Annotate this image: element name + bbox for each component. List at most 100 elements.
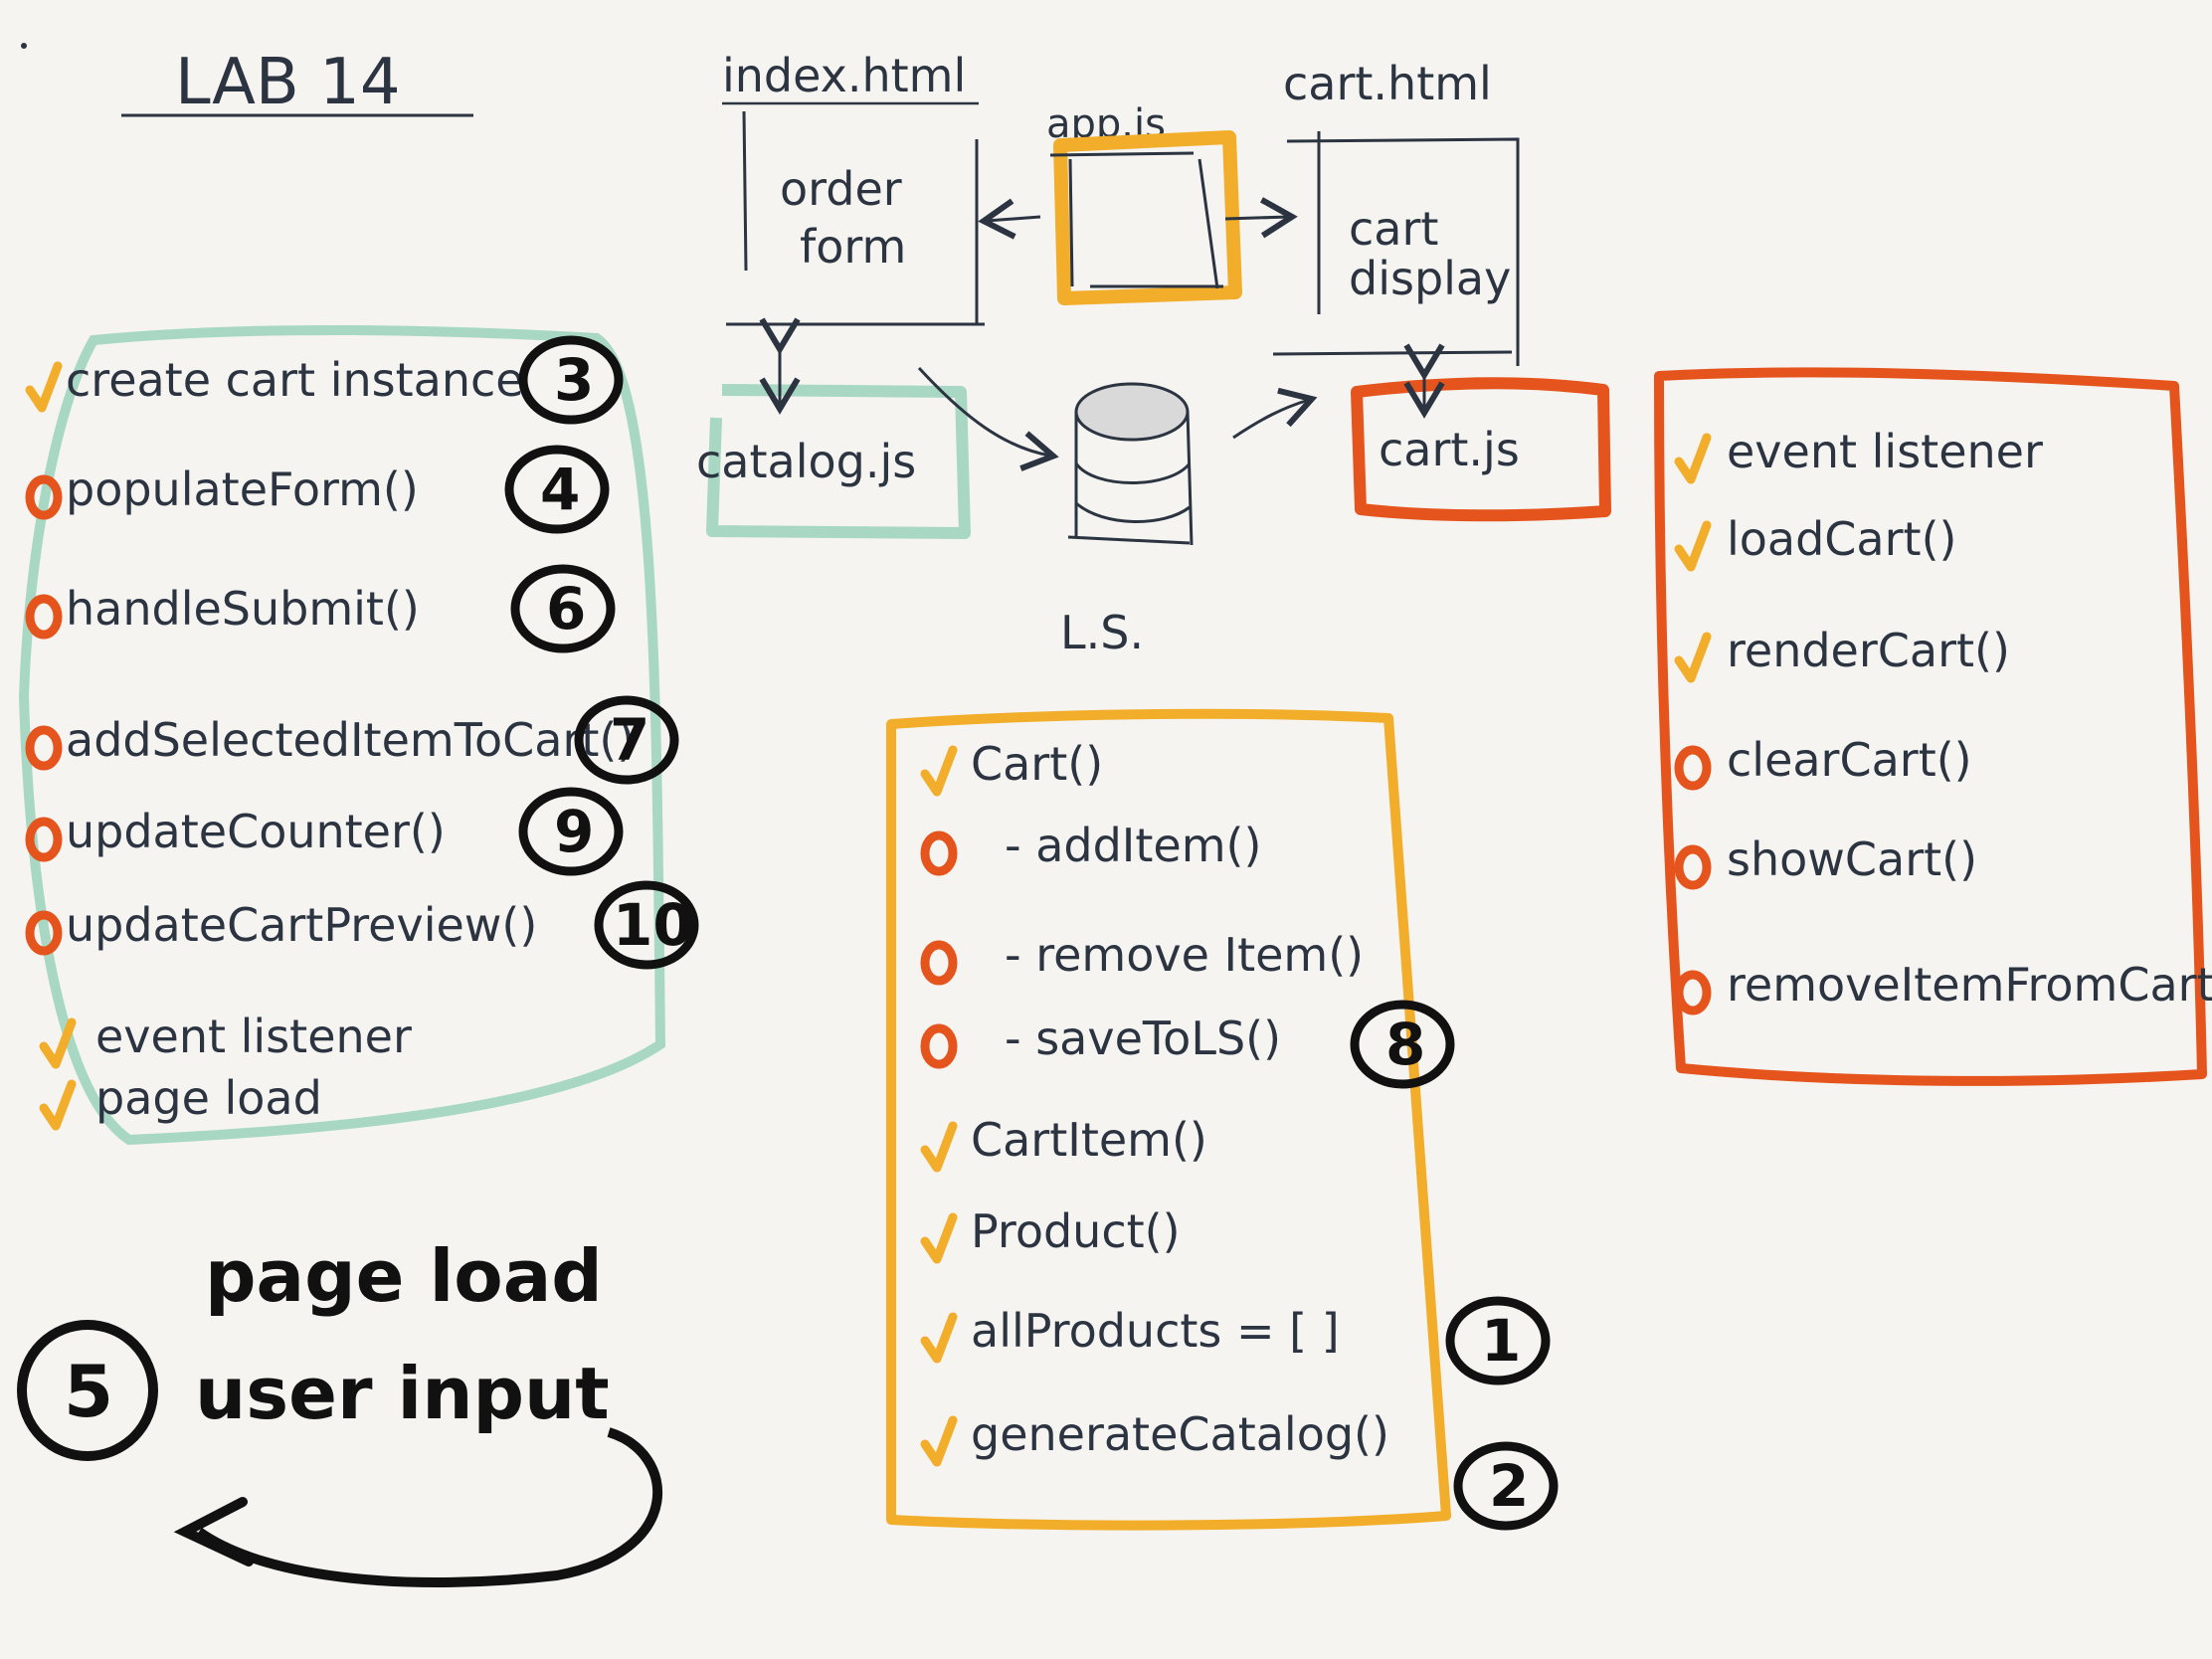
cart-function-list: event listener loadCart() renderCart() clea…	[1674, 425, 2212, 1015]
catalog-list-item: - saveToLS() 8	[920, 1000, 1455, 1089]
note-step-number: 5	[64, 1350, 113, 1433]
todo-circle-icon	[1674, 844, 1712, 890]
storage-body	[1067, 411, 1194, 546]
todo-circle-icon	[25, 910, 63, 956]
catalog-list-item: CartItem()	[920, 1113, 1207, 1173]
catalog-list-item-text: - addItem()	[1005, 819, 1261, 872]
app-list-item: updateCounter()9	[25, 787, 624, 876]
page-title: LAB 14	[175, 46, 401, 119]
step-number: 6	[546, 575, 586, 643]
cart-html-box	[1272, 131, 1520, 366]
step-number-circle	[1453, 1441, 1559, 1531]
app-list-item-text: handleSubmit()	[66, 582, 420, 636]
app-list-item-text: create cart instance	[66, 353, 524, 407]
step-number: 8	[1385, 1011, 1425, 1078]
catalog-list-item-text: generateCatalog()	[971, 1407, 1389, 1461]
step-number: 7	[610, 706, 649, 774]
app-list-item: updateCartPreview() 10	[25, 880, 699, 970]
cart-html-label: cart.html	[1283, 57, 1492, 110]
catalog-list-item-text: Cart()	[971, 737, 1103, 791]
checkmark-icon	[1674, 632, 1712, 683]
step-number-circle	[574, 695, 679, 785]
step-number-circle	[1350, 1000, 1455, 1089]
step-number: 1	[1481, 1307, 1521, 1375]
cart-list-item-text: renderCart()	[1727, 624, 2010, 677]
note-loop-arrow	[196, 1427, 663, 1588]
app-list-outline	[18, 324, 666, 1146]
index-html-box	[726, 110, 985, 326]
cart-list-item: showCart()	[1674, 832, 1977, 890]
step-number-circle	[1445, 1296, 1551, 1385]
index-html-label: index.html	[722, 49, 966, 102]
cart-list-item: event listener	[1674, 425, 2043, 484]
step-number-circle	[518, 335, 624, 425]
step-number-circle	[510, 564, 616, 653]
todo-circle-icon	[1674, 745, 1712, 791]
arrow-app-to-index	[978, 198, 1041, 240]
catalog-list-item: - remove Item()	[920, 928, 1364, 986]
app-list-item: event listener	[39, 1010, 412, 1069]
note-line2: user input	[195, 1352, 610, 1435]
checkmark-icon	[920, 1312, 958, 1364]
cart-js-label: cart.js	[1379, 423, 1520, 476]
app-list-item: addSelectedItemToCart()7	[25, 695, 679, 785]
checkmark-icon	[1674, 520, 1712, 572]
app-js-highlight	[1053, 130, 1242, 305]
cart-list-item-text: loadCart()	[1727, 512, 1956, 566]
todo-circle-icon	[1674, 970, 1712, 1015]
note-step-circle	[17, 1320, 158, 1461]
checkmark-icon	[920, 745, 958, 797]
todo-circle-icon	[920, 940, 958, 986]
cart-list-item: removeItemFromCart	[1674, 958, 2212, 1015]
cart-list-item: clearCart()	[1674, 733, 1972, 791]
checkmark-icon	[39, 1079, 77, 1131]
app-function-list: create cart instance 3 populateForm() 4 hand…	[25, 335, 699, 1131]
step-number: 4	[540, 456, 580, 523]
catalog-list-item: Product()	[920, 1204, 1181, 1264]
checkmark-icon	[920, 1212, 958, 1264]
app-list-item-text: page load	[95, 1071, 322, 1125]
step-number-circle	[594, 880, 699, 970]
arrow-index-to-storage	[917, 366, 1059, 471]
step-number: 3	[554, 346, 594, 414]
cart-list-item-text: removeItemFromCart	[1727, 958, 2212, 1012]
app-list-item-text: updateCartPreview()	[66, 898, 537, 952]
note-line1: page load	[205, 1234, 603, 1318]
step-number-circle	[504, 445, 610, 534]
catalog-list-item-text: - saveToLS()	[1005, 1012, 1281, 1065]
catalog-list-item: Cart()	[920, 737, 1103, 797]
todo-circle-icon	[25, 817, 63, 862]
app-list-item: create cart instance 3	[25, 335, 624, 425]
checkmark-icon	[920, 1415, 958, 1467]
storage-top	[1074, 382, 1190, 442]
cart-list-item-text: showCart()	[1727, 832, 1977, 886]
catalog-list-item: - addItem()	[920, 819, 1261, 876]
app-list-item: page load	[39, 1071, 322, 1131]
cart-list-item-text: event listener	[1727, 425, 2043, 478]
checkmark-icon	[1674, 433, 1712, 484]
todo-circle-icon	[920, 830, 958, 876]
arrow-app-to-cart	[1224, 197, 1298, 239]
catalog-list-outline	[886, 708, 1451, 1531]
cart-display-line1: cart	[1349, 202, 1438, 256]
catalog-list-item-text: allProducts = [ ]	[971, 1304, 1340, 1358]
stray-dot	[21, 43, 27, 49]
cart-list-item: renderCart()	[1674, 624, 2010, 683]
checkmark-icon	[920, 1121, 958, 1173]
arrow-storage-to-cart	[1232, 387, 1318, 440]
cart-list-outline	[1654, 367, 2207, 1086]
catalog-function-list: Cart() - addItem() - remove Item() - saveTo…	[920, 737, 1559, 1531]
catalog-js-label: catalog.js	[696, 435, 916, 488]
app-list-item: populateForm() 4	[25, 445, 610, 534]
catalog-list-item: generateCatalog()2	[920, 1407, 1559, 1531]
todo-circle-icon	[25, 594, 63, 640]
app-js-box	[1049, 151, 1223, 289]
catalog-list-item-text: Product()	[971, 1204, 1181, 1258]
checkmark-icon	[39, 1017, 77, 1069]
step-number: 10	[613, 891, 693, 959]
order-form-line1: order	[780, 162, 902, 216]
app-list-item-text: populateForm()	[66, 462, 419, 516]
catalog-list-item-text: - remove Item()	[1005, 928, 1364, 982]
step-number: 9	[554, 798, 594, 865]
